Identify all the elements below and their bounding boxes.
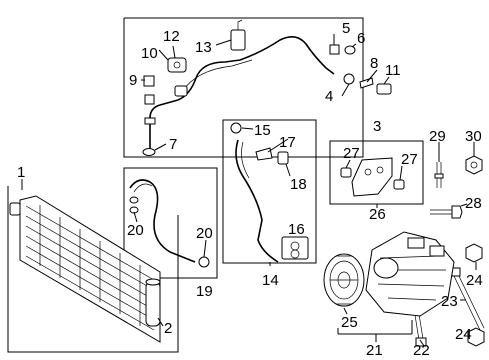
stud-29 [434,162,444,188]
callout-20-right: 20 [196,225,213,242]
liquid-line-19 [129,179,210,268]
callout-29: 29 [429,128,446,145]
callout-22: 22 [413,342,430,359]
callout-17: 17 [279,134,296,151]
hose-assembly-upper [144,36,335,150]
compressor-21 [365,231,455,317]
callout-6: 6 [357,30,365,47]
nut-24-lower [467,327,485,347]
sensor-11 [376,83,392,95]
leader-lines [21,34,477,347]
expansion-valve [167,57,187,73]
callout-2: 2 [164,320,172,337]
nut-24-upper [465,243,483,263]
callout-28: 28 [465,195,482,212]
callout-3: 3 [373,118,381,135]
valve-core-8 [359,77,374,89]
callout-8: 8 [370,55,378,72]
washer-6 [344,45,356,55]
callout-27-right: 27 [401,151,418,168]
callout-9: 9 [129,72,137,89]
callout-11: 11 [385,62,401,79]
group-box-1 [7,186,179,353]
callout-16: 16 [288,221,305,238]
callout-7: 7 [169,136,177,153]
callout-12: 12 [163,28,180,45]
group-box-3 [123,17,364,158]
callout-24-upper: 24 [466,272,483,289]
group-box-19 [123,167,218,279]
callout-23: 23 [441,293,458,310]
o-ring-4 [343,73,355,85]
callout-1: 1 [17,164,25,181]
callout-24-lower: 24 [455,326,472,343]
callout-4: 4 [325,88,333,105]
bolt-28 [430,205,463,219]
callout-27-left: 27 [343,145,360,162]
cap-nut-9 [143,75,155,105]
callout-21: 21 [366,342,383,359]
cap-5 [329,44,340,55]
callout-14: 14 [262,272,279,289]
condenser-1 [9,195,161,343]
callout-26: 26 [369,206,386,223]
callout-30: 30 [465,128,482,145]
callout-25: 25 [341,314,358,331]
callout-5: 5 [342,20,350,37]
nut-30 [465,155,483,175]
o-ring-7 [142,148,156,156]
suction-line-14 [230,122,309,263]
callout-20-left: 20 [127,222,144,239]
bracket-26 [340,157,405,197]
callout-18: 18 [290,176,307,193]
receiver-drier-2 [145,278,161,327]
callout-15: 15 [254,122,271,139]
callout-10: 10 [141,45,158,62]
clutch-pulley-25 [323,253,365,307]
callout-19: 19 [196,283,213,300]
pressure-switch [230,19,246,51]
callout-13: 13 [195,39,212,56]
